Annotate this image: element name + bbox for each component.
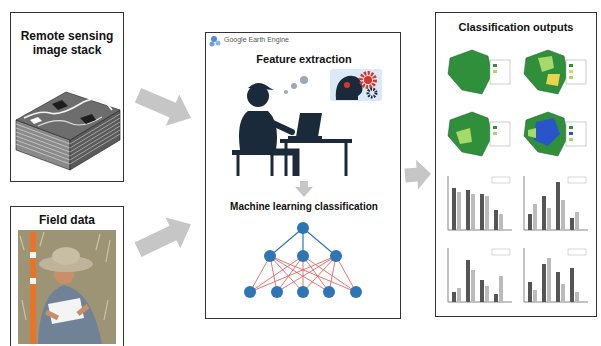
image-stack: [16, 92, 120, 170]
brain-gears-icon: [330, 69, 382, 101]
input-panel: Remote sensing image stack: [10, 12, 124, 182]
panel-title: Field data: [11, 207, 123, 227]
process-step: Machine learning classification: [214, 199, 394, 311]
process-step: Feature extraction: [214, 51, 394, 179]
classification-maps: [448, 50, 586, 156]
flow-arrow: [405, 160, 432, 190]
flow-arrow: [135, 218, 192, 257]
panel-title: Classification outputs: [436, 13, 596, 34]
step-title: Machine learning classification: [214, 199, 394, 213]
output-panel: Classification outputs: [435, 12, 597, 317]
step-title: Feature extraction: [214, 51, 394, 66]
flow-arrow: [135, 88, 191, 126]
neural-network: [244, 222, 362, 298]
gee-logo: [210, 36, 221, 47]
bar-charts: [448, 176, 588, 302]
flow-arrow: [295, 181, 313, 197]
input-panel: Field data: [10, 206, 124, 346]
field-photo: [18, 230, 116, 344]
process-panel: Google Earth EngineFeature extractionMac…: [205, 32, 401, 319]
panel-title: Remote sensing image stack: [11, 13, 123, 58]
logo-text: Google Earth Engine: [206, 33, 400, 44]
